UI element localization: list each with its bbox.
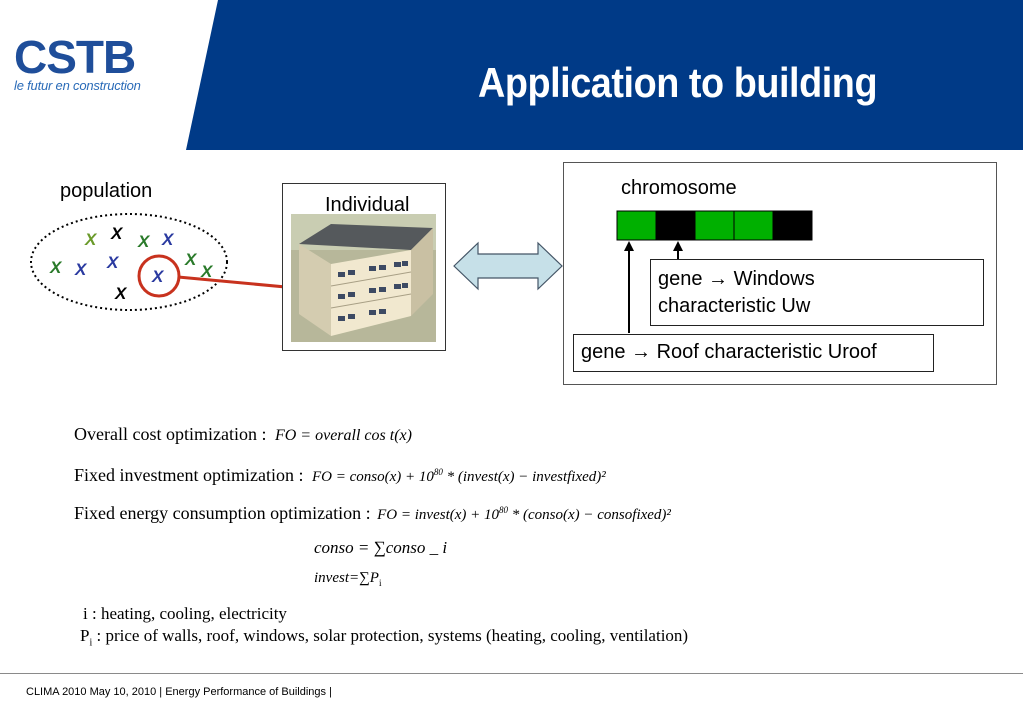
- fixed-investment-row: Fixed investment optimization : FO = con…: [74, 461, 606, 488]
- chromosome-icon: X: [106, 253, 120, 272]
- invest-definition: invest=∑Pi: [314, 567, 381, 594]
- gene-windows-box: gene → Windows characteristic Uw: [650, 259, 984, 326]
- logo-wordmark: CSTB: [14, 31, 136, 83]
- note-p: Pi : price of walls, roof, windows, sola…: [80, 626, 688, 648]
- chromosome-icon: X: [184, 250, 198, 269]
- chromosome-icon: X: [137, 232, 151, 251]
- cstb-logo: CSTB le futur en construction: [14, 34, 141, 93]
- gene-cell: [694, 210, 735, 241]
- overall-lhs: FO: [274, 427, 297, 444]
- gene-windows-line2: characteristic Uw: [658, 295, 811, 317]
- chromosome-label: chromosome: [621, 177, 737, 199]
- chromosome-diagram: [616, 210, 813, 333]
- fixed-investment-exponent: 80: [433, 467, 443, 477]
- overall-cost-row: Overall cost optimization : FO = overall…: [74, 424, 412, 444]
- chromosome-icon: X: [84, 230, 98, 249]
- gene-windows-line1: gene → Windows: [658, 268, 815, 290]
- individual-label: Individual: [325, 194, 410, 216]
- gene-roof-text: gene → Roof characteristic Uroof: [581, 341, 877, 363]
- gene-cell: [733, 210, 774, 241]
- chromosome-icon: X: [161, 230, 175, 249]
- logo-tagline: le futur en construction: [14, 78, 141, 93]
- population-label: population: [60, 180, 153, 202]
- note-p-sub: i: [89, 637, 93, 649]
- gene-cell: [772, 210, 813, 241]
- building-image: [291, 214, 436, 342]
- overall-rhs: overall cos t(x): [315, 427, 412, 444]
- selected-chromosome-icon: X: [151, 267, 165, 286]
- chromosome-icon: X: [114, 284, 128, 303]
- fixed-energy-row: Fixed energy consumption optimization : …: [74, 499, 671, 526]
- fixed-energy-tail: * (conso(x) − consofixed)²: [511, 507, 671, 523]
- fixed-investment-label: Fixed investment optimization :: [74, 465, 304, 485]
- window-gene-pointer-head: [673, 241, 683, 251]
- gene-roof-box: gene → Roof characteristic Uroof: [573, 334, 934, 372]
- population-ellipse: [30, 213, 228, 311]
- fixed-energy-exponent: 80: [499, 505, 509, 515]
- chromosome-icon: X: [74, 260, 88, 279]
- footer-divider: [0, 673, 1023, 674]
- overall-cost-label: Overall cost optimization :: [74, 424, 267, 444]
- chromosome-icon: X: [49, 258, 63, 277]
- header-band: [186, 0, 1023, 150]
- invest-definition-sub: i: [378, 578, 382, 588]
- slide-title: Application to building: [478, 59, 878, 106]
- chromosome-icon: X: [110, 224, 124, 243]
- note-p-prefix: P: [80, 626, 90, 645]
- fixed-energy-label: Fixed energy consumption optimization :: [74, 503, 371, 523]
- conso-definition: conso = ∑conso _ i: [314, 537, 447, 559]
- conso-definition-text: conso = ∑conso _ i: [314, 538, 448, 557]
- fixed-energy-formula: FO = invest(x) + 10: [377, 507, 500, 523]
- invest-definition-text: invest=∑P: [314, 570, 379, 586]
- gene-cell: [616, 210, 657, 241]
- fixed-investment-tail: * (invest(x) − investfixed)²: [446, 469, 606, 485]
- double-arrow: [453, 241, 563, 291]
- gene-cell: [655, 210, 696, 241]
- roof-gene-pointer-head: [624, 241, 634, 251]
- chromosome-icon: X: [200, 262, 214, 281]
- note-p-text: : price of walls, roof, windows, solar p…: [92, 626, 689, 645]
- population-diagram: X X X X X X X X X X X: [30, 213, 228, 311]
- footer-text: CLIMA 2010 May 10, 2010 | Energy Perform…: [26, 686, 332, 698]
- fixed-investment-formula: FO = conso(x) + 10: [311, 469, 434, 485]
- note-i: i : heating, cooling, electricity: [83, 604, 287, 623]
